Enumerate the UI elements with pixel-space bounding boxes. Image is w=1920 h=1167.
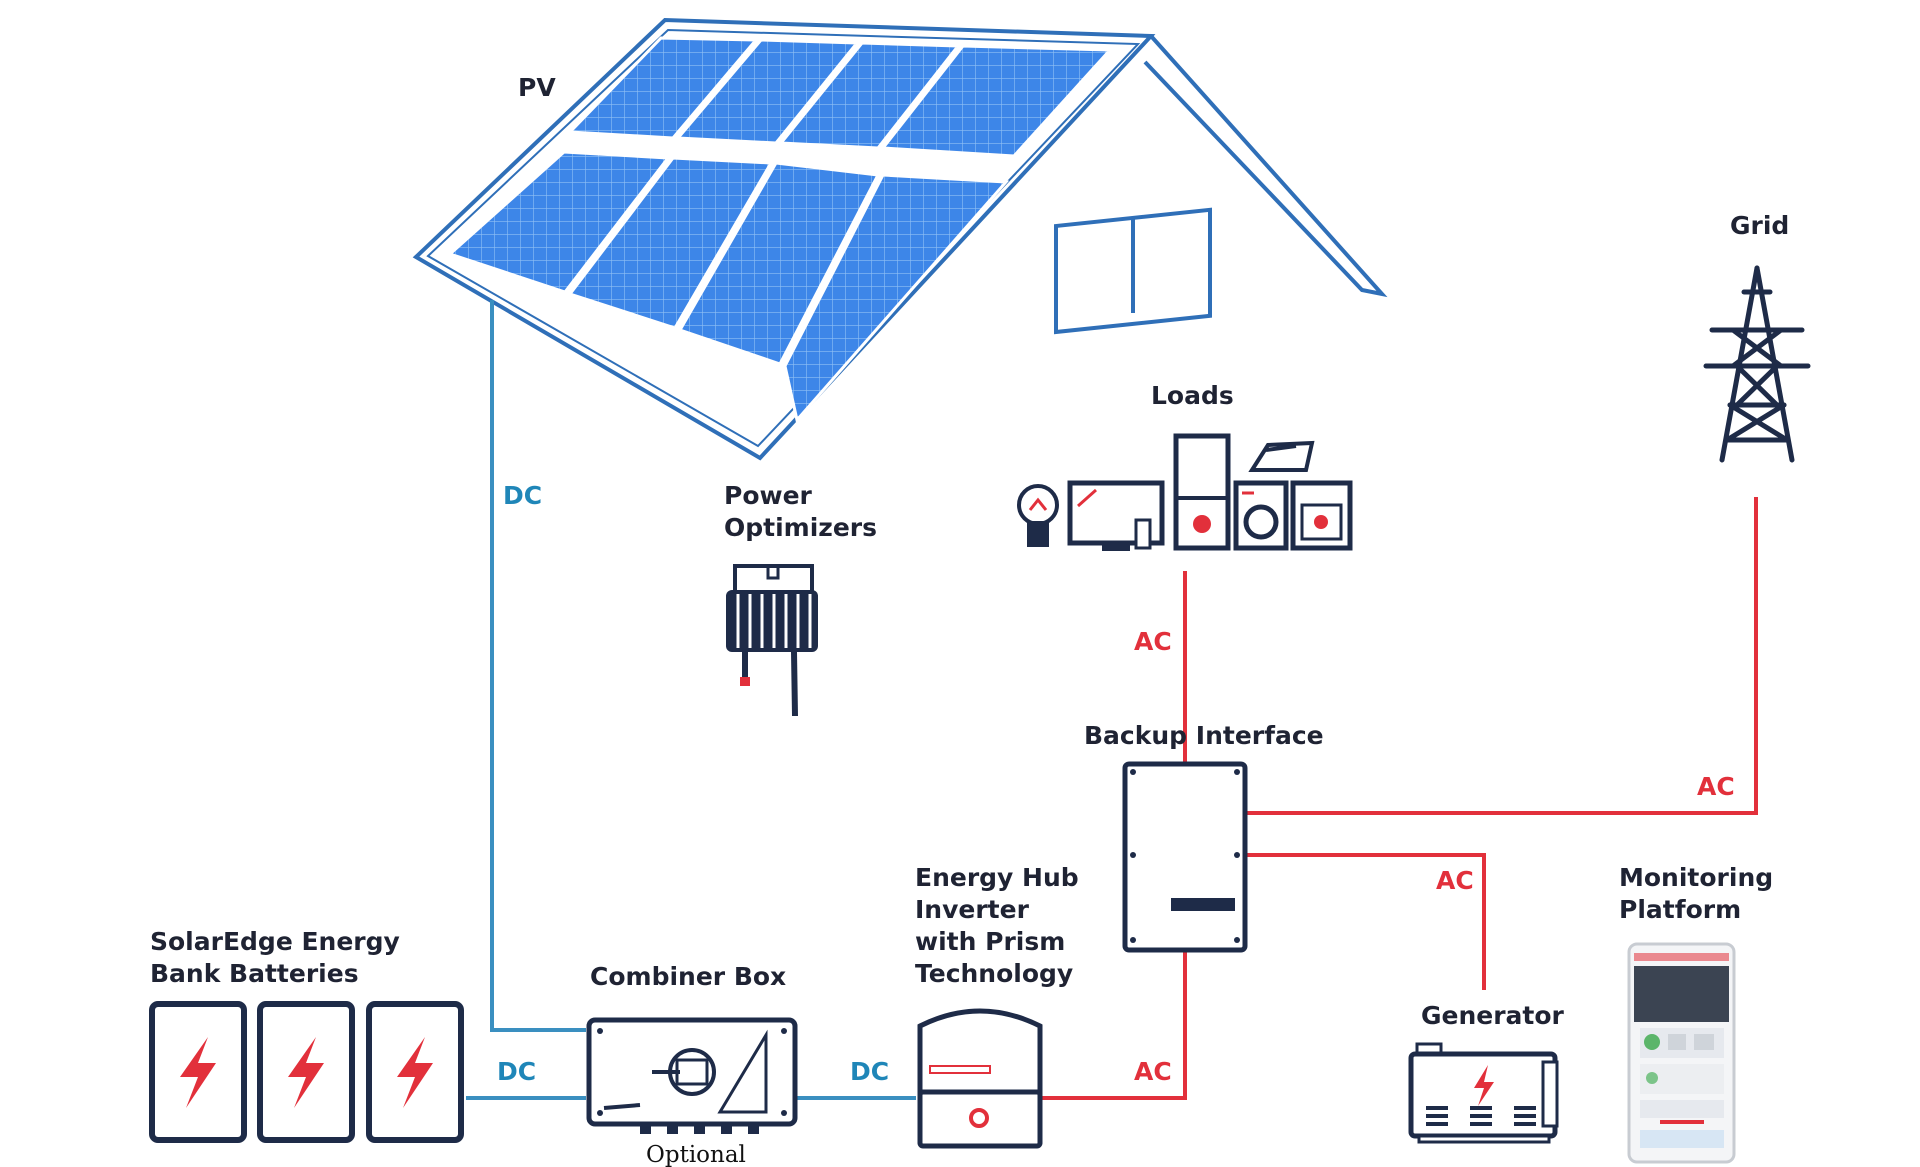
combiner-box-label: Combiner Box <box>590 962 786 991</box>
grid-label: Grid <box>1730 211 1789 240</box>
combiner-box-icon <box>586 1017 798 1134</box>
ac-wiring <box>1040 497 1758 1100</box>
batteries-label-1: SolarEdge Energy <box>150 927 400 956</box>
loads-icons <box>1017 433 1353 551</box>
batteries-label-2: Bank Batteries <box>150 959 359 988</box>
energy-hub-label-4: Technology <box>915 959 1073 988</box>
backup-interface-label: Backup Interface <box>1084 721 1324 750</box>
window-icon <box>1054 207 1212 335</box>
house <box>412 17 1388 461</box>
iron-icon <box>1248 440 1315 472</box>
oven-icon <box>1290 480 1353 551</box>
ac-generator-label: AC <box>1436 866 1474 895</box>
generator-icon <box>1408 1042 1559 1144</box>
smartphone-icon <box>1627 942 1736 1164</box>
loads-label: Loads <box>1151 381 1234 410</box>
optional-label: Optional <box>646 1142 746 1167</box>
ac-loads-label: AC <box>1134 627 1172 656</box>
dc-wiring <box>466 300 916 1100</box>
pv-label: PV <box>518 73 556 102</box>
energy-hub-label-1: Energy Hub <box>915 863 1079 892</box>
power-optimizers-label-1: Power <box>724 481 813 510</box>
washing-machine-icon <box>1233 480 1289 551</box>
inverter-icon <box>917 1008 1043 1149</box>
power-optimizer-icon <box>726 564 818 717</box>
energy-hub-label-2: Inverter <box>915 895 1030 924</box>
monitoring-label-1: Monitoring <box>1619 863 1773 892</box>
ac-wire-grid <box>1245 497 1758 815</box>
battery-icon <box>149 1001 247 1143</box>
battery-bank <box>149 1001 464 1143</box>
backup-interface-icon <box>1122 761 1248 953</box>
transmission-tower-icon <box>1703 265 1811 463</box>
ac-grid-label: AC <box>1697 772 1735 801</box>
ac-inverter-label: AC <box>1134 1057 1172 1086</box>
monitoring-label-2: Platform <box>1619 895 1741 924</box>
generator-label: Generator <box>1421 1001 1565 1030</box>
ac-wire-inverter <box>1040 948 1187 1100</box>
light-bulb-icon <box>1017 484 1059 547</box>
refrigerator-icon <box>1173 433 1231 551</box>
dc-combiner-label: DC <box>850 1057 889 1086</box>
solar-panel-icon <box>447 36 1114 424</box>
energy-hub-label-3: with Prism <box>915 927 1065 956</box>
dc-battery-label: DC <box>497 1057 536 1086</box>
battery-icon <box>257 1001 355 1143</box>
power-optimizers-label-2: Optimizers <box>724 513 877 542</box>
dc-wire-pv <box>490 300 586 1032</box>
television-icon <box>1067 480 1165 551</box>
ac-wire-generator <box>1245 853 1486 990</box>
battery-icon <box>366 1001 464 1143</box>
dc-pv-label: DC <box>503 481 542 510</box>
roof-back-slope <box>1143 34 1388 298</box>
